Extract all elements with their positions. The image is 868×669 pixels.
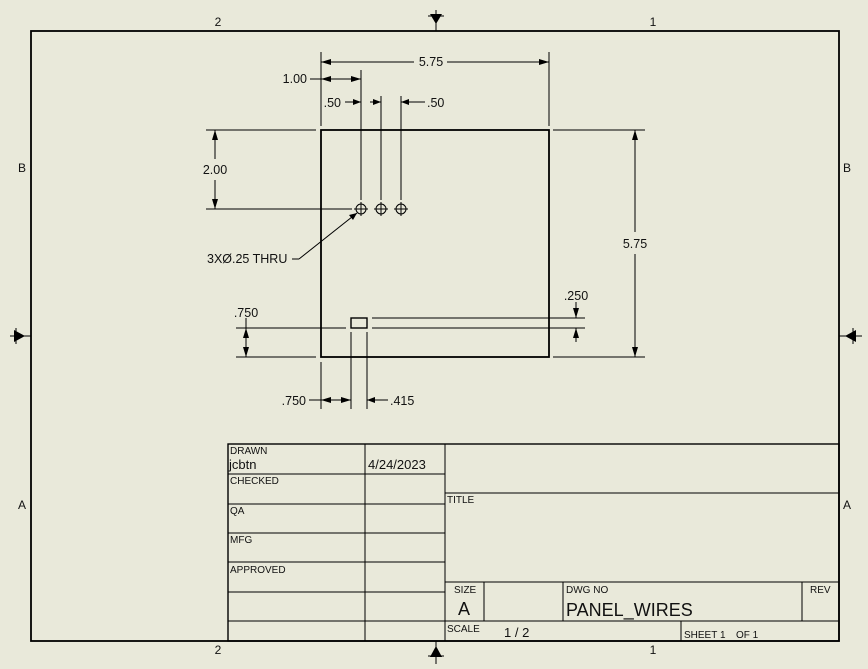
dim-label-hole-spacing-right: .50	[427, 96, 444, 110]
centering-mark-bottom	[428, 641, 444, 664]
hole-1	[354, 202, 368, 216]
dim-slot-y	[236, 318, 346, 358]
dim-overall-width	[321, 59, 549, 65]
qa-label: QA	[230, 506, 245, 517]
zone-label-top-1: 1	[650, 15, 657, 29]
dim-overall-height	[553, 129, 645, 358]
zone-label-right-a: A	[843, 498, 851, 512]
title-label: TITLE	[447, 495, 475, 506]
dim-label-hole-spacing-left: .50	[324, 96, 341, 110]
checked-label: CHECKED	[230, 476, 279, 487]
panel-outline	[320, 129, 550, 358]
drawn-date-value: 4/24/2023	[368, 457, 426, 472]
dim-label-slot-height: .250	[564, 289, 588, 303]
dim-label-holes-y: 2.00	[203, 163, 227, 177]
dim-hole1-x	[310, 76, 361, 82]
dim-holes-y	[206, 129, 352, 210]
dim-label-overall-width: 5.75	[419, 55, 443, 69]
dwg-no-label: DWG NO	[566, 585, 608, 596]
approved-label: APPROVED	[230, 565, 286, 576]
hole-3	[394, 202, 408, 216]
sheet-number: SHEET 1	[684, 630, 726, 641]
zone-label-left-b: B	[18, 161, 26, 175]
wire-slot	[350, 317, 368, 329]
hole-2	[374, 202, 388, 216]
dim-label-slot-y: .750	[234, 306, 258, 320]
title-block	[227, 443, 840, 642]
sheet-count: OF 1	[736, 630, 759, 641]
drawn-label: DRAWN	[230, 446, 267, 457]
rev-label: REV	[810, 585, 831, 596]
dim-slot-x	[309, 397, 351, 403]
zone-label-left-a: A	[18, 498, 26, 512]
centering-mark-top	[428, 10, 444, 31]
size-label: SIZE	[454, 585, 477, 596]
zone-label-right-b: B	[843, 161, 851, 175]
zone-label-top-2: 2	[215, 15, 222, 29]
dim-label-slot-x: .750	[282, 394, 306, 408]
centering-mark-right	[839, 328, 862, 344]
hole-callout-text: 3XØ.25 THRU	[207, 252, 287, 266]
dim-label-slot-width: .415	[390, 394, 414, 408]
border-frame	[30, 30, 840, 642]
mfg-label: MFG	[230, 535, 252, 546]
drawn-by-value: jcbtn	[228, 457, 256, 472]
scale-value: 1 / 2	[504, 625, 529, 640]
size-value: A	[458, 599, 470, 619]
dim-slot-height	[372, 302, 585, 342]
zone-label-bottom-1: 1	[650, 643, 657, 657]
zone-label-bottom-2: 2	[215, 643, 222, 657]
dim-label-hole1-x: 1.00	[283, 72, 307, 86]
centering-mark-left	[10, 328, 31, 344]
scale-label: SCALE	[447, 624, 480, 635]
hole-callout-leader	[292, 212, 358, 260]
dim-hole-spacing	[345, 99, 425, 105]
dwg-no-value: PANEL_WIRES	[566, 600, 693, 621]
dim-slot-width	[367, 397, 388, 403]
dim-label-overall-height: 5.75	[623, 237, 647, 251]
